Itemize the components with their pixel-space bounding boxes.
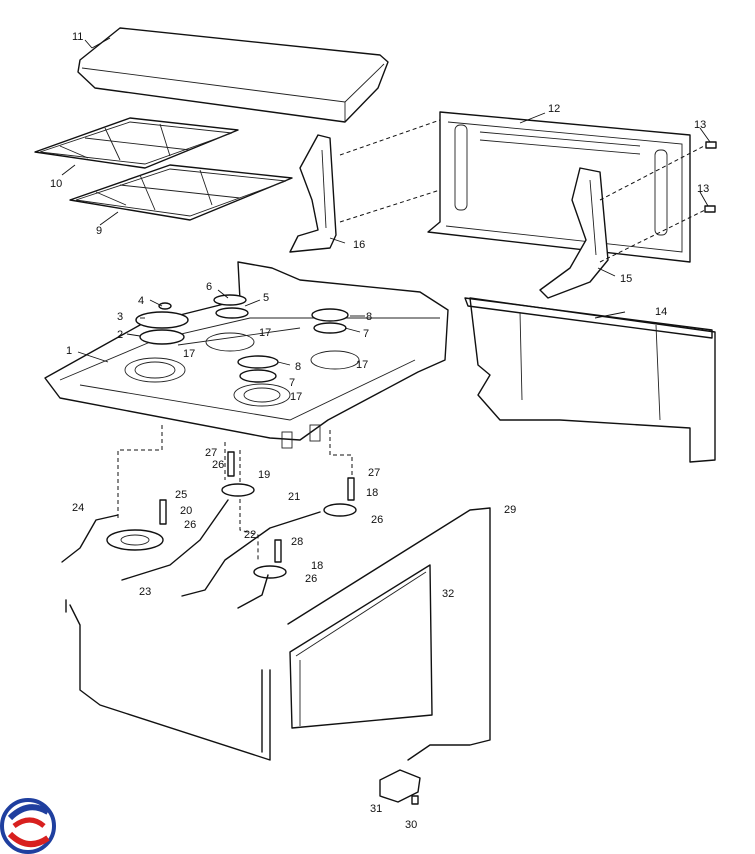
callout-23: 23 [139,586,151,598]
callout-5: 5 [263,292,269,304]
part-grate-left-rear [34,117,239,169]
part-left-bracket [289,134,337,253]
callout-27b: 27 [368,467,380,479]
callout-29: 29 [504,504,516,516]
callout-19: 19 [258,469,270,481]
part-screws [704,141,717,213]
callout-9: 9 [96,225,102,237]
callout-26a: 26 [212,459,224,471]
callout-26d: 26 [305,573,317,585]
callout-18b: 18 [311,560,323,572]
callout-17a: 17 [259,327,271,339]
callout-10: 10 [50,178,62,190]
callout-12: 12 [548,103,560,115]
callout-15: 15 [620,273,632,285]
callout-32: 32 [442,588,454,600]
callout-17c: 17 [356,359,368,371]
part-rear-panel [427,111,691,263]
callout-28: 28 [291,536,303,548]
part-regulator [379,769,421,805]
part-cooktop [44,261,449,449]
callout-16: 16 [353,239,365,251]
callout-7a: 7 [363,328,369,340]
callout-13b: 13 [697,183,709,195]
callout-26b: 26 [371,514,383,526]
part-cover [77,27,389,123]
callout-8a: 8 [366,311,372,323]
leader-lines [61,37,711,366]
callout-26c: 26 [184,519,196,531]
logo-icon [0,798,56,854]
callout-6: 6 [206,281,212,293]
callout-14: 14 [655,306,667,318]
callout-13a: 13 [694,119,706,131]
part-valves [106,451,357,579]
callout-4: 4 [138,295,144,307]
callout-labels: 11 10 9 12 13 13 16 15 14 6 4 5 3 8 17 7… [50,31,709,831]
part-right-bracket [539,167,609,299]
callout-20: 20 [180,505,192,517]
part-gas-tubes [61,499,491,761]
callout-1: 1 [66,345,72,357]
callout-18a: 18 [366,487,378,499]
callout-2: 2 [117,329,123,341]
part-grate-left-front [69,164,293,221]
callout-25: 25 [175,489,187,501]
part-back-panel [464,297,716,463]
callout-3: 3 [117,311,123,323]
callout-17d: 17 [290,391,302,403]
callout-30: 30 [405,819,417,831]
callout-17b: 17 [183,348,195,360]
part-chassis-frame [65,599,271,761]
alignment-lines-rear [339,119,707,263]
callout-7b: 7 [289,377,295,389]
callout-8b: 8 [295,361,301,373]
callout-21: 21 [288,491,300,503]
callout-11: 11 [72,31,83,43]
callout-24: 24 [72,502,84,514]
part-front-panel [289,564,433,729]
callout-22: 22 [244,529,256,541]
callout-27a: 27 [205,447,217,459]
callout-31: 31 [370,803,382,815]
alignment-lines-cooktop [117,425,353,560]
